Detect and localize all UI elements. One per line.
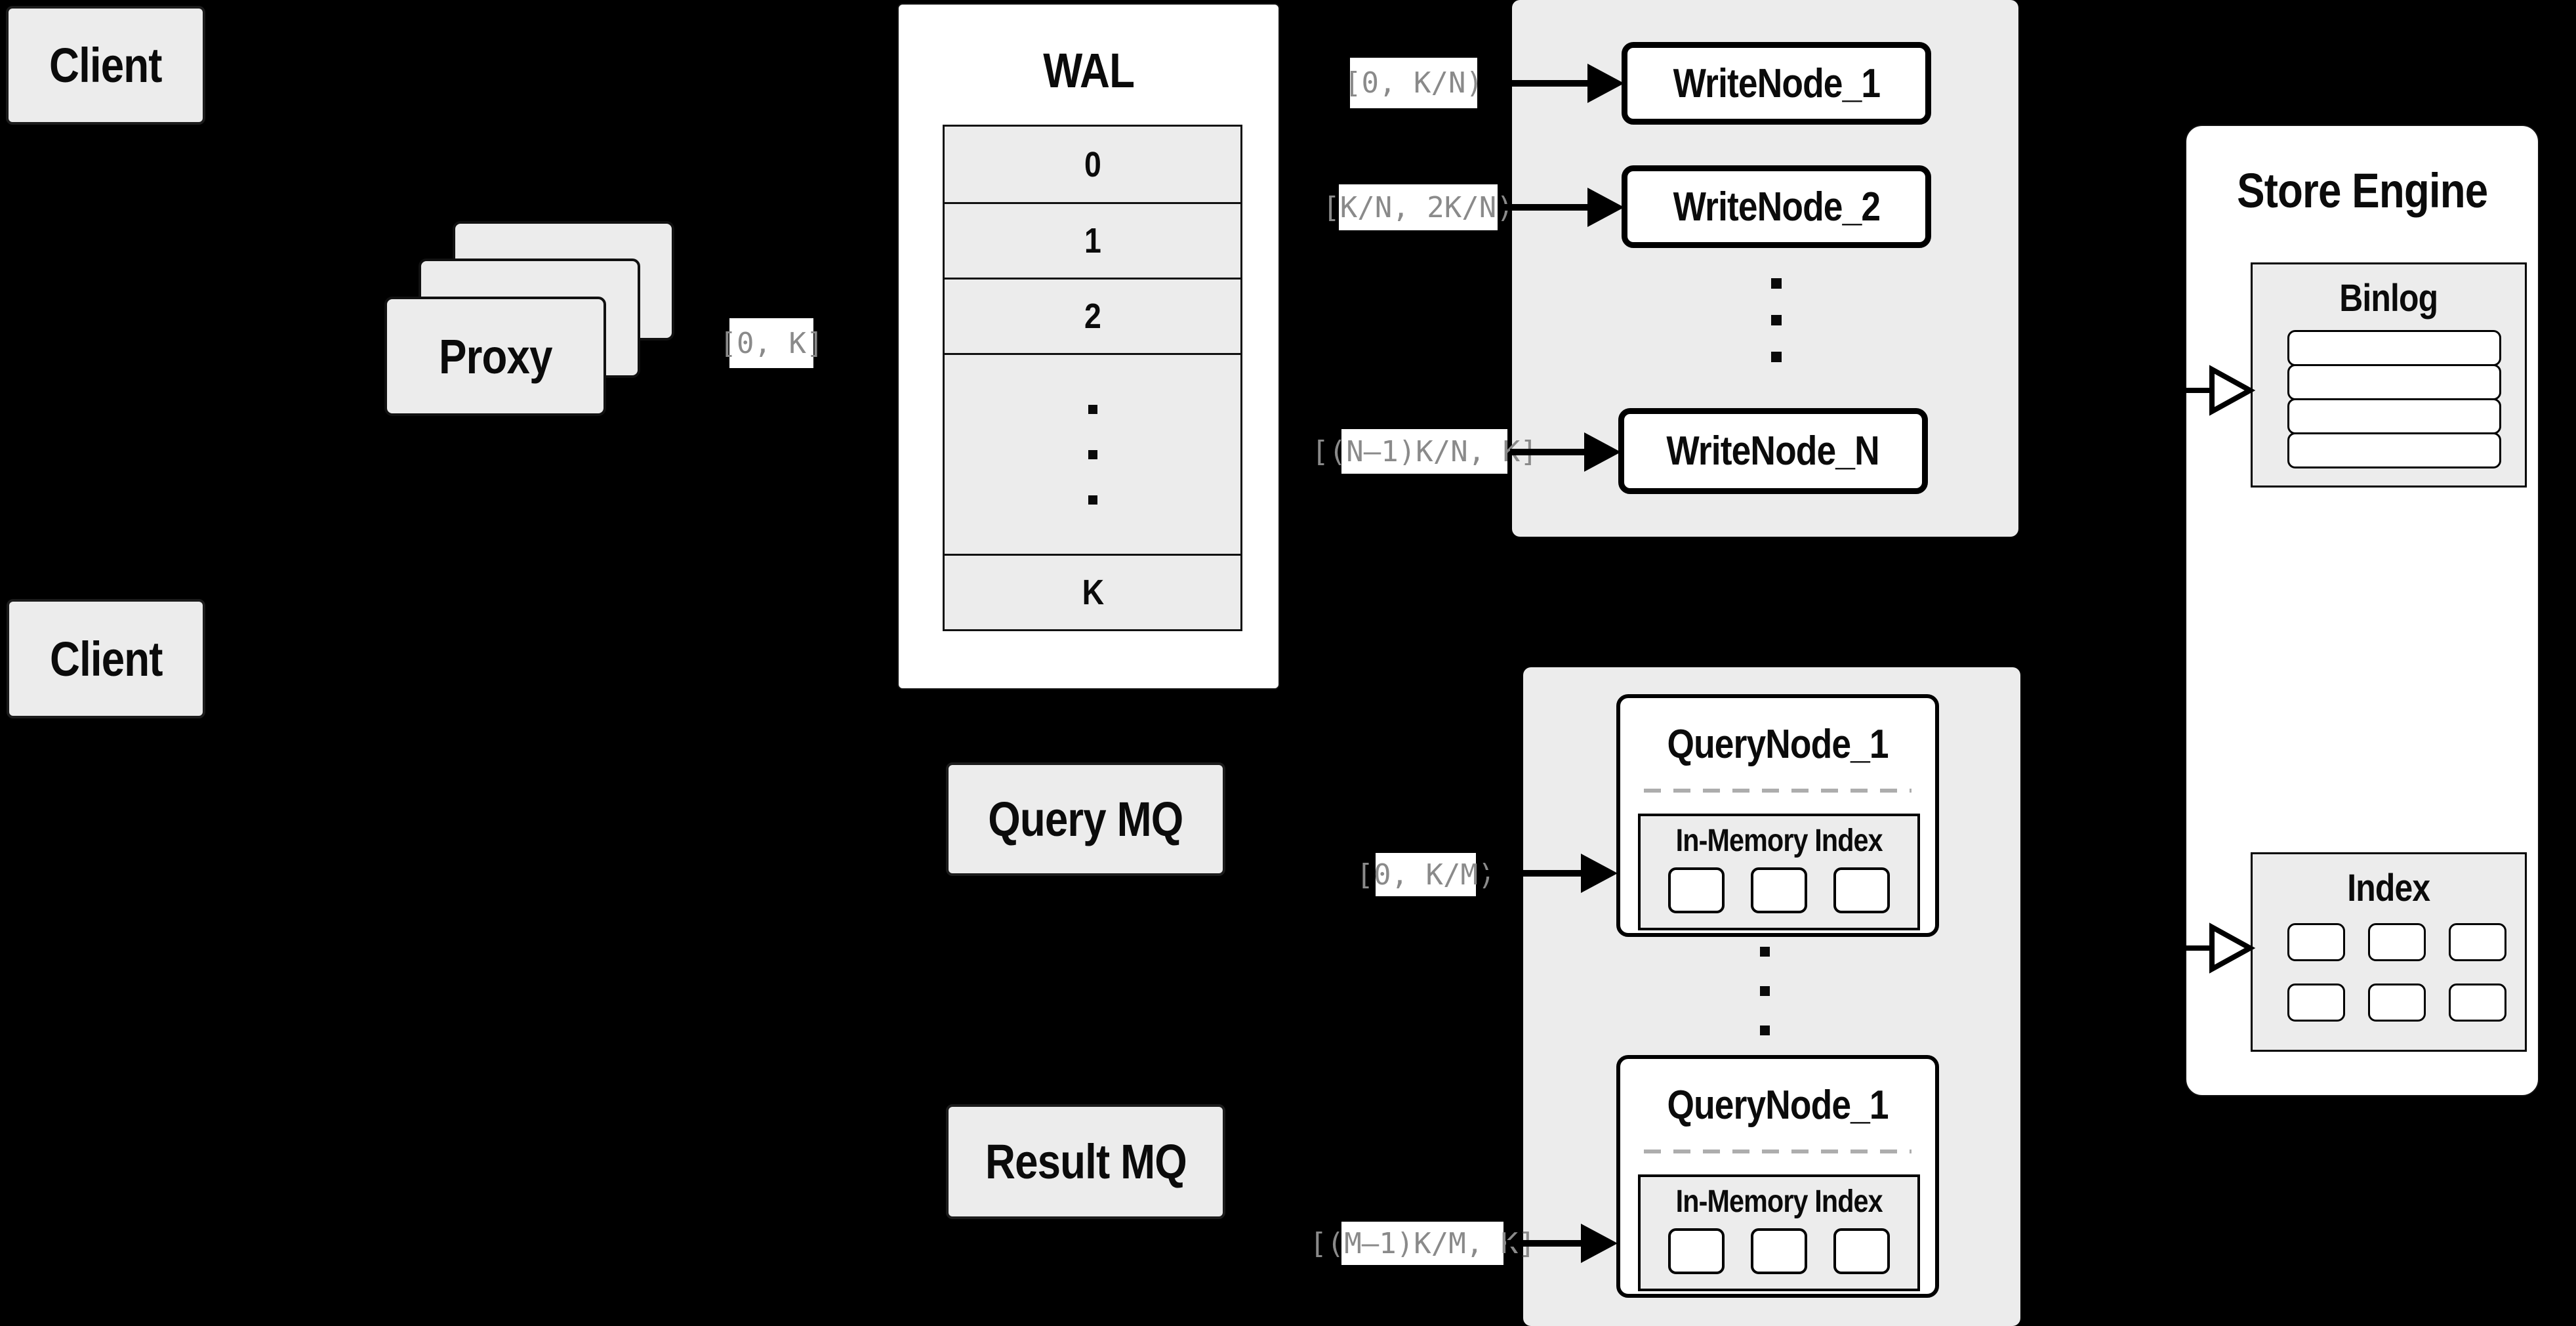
ellipsis-dot (1760, 1026, 1770, 1035)
binlog-title: Binlog (2253, 272, 2525, 323)
wal-segment-1: 1 (1084, 221, 1101, 260)
range-label-query-m: [(M–1)K/M, K] (1309, 1222, 1536, 1265)
index-title-text: Index (2347, 866, 2431, 909)
index-square (2449, 923, 2506, 961)
range-label-write-2: [K/N, 2K/N) (1322, 184, 1514, 230)
write-node-2-label: WriteNode_2 (1673, 184, 1880, 230)
binlog-rows (2287, 330, 2501, 468)
segment-square (1833, 867, 1890, 913)
ellipsis-dot (1771, 278, 1782, 289)
result-mq-box: Result MQ (946, 1104, 1225, 1219)
ellipsis-dot (1760, 947, 1770, 957)
wal-segment-table: 0 1 2 K (943, 125, 1242, 631)
wal-title: WAL (899, 41, 1278, 100)
client-box-bottom: Client (7, 599, 205, 718)
query-node-1: QueryNode_1 In-Memory Index (1616, 694, 1939, 937)
ellipsis-dot (1771, 352, 1782, 362)
write-node-2: WriteNode_2 (1622, 165, 1931, 248)
binlog-title-text: Binlog (2339, 276, 2439, 320)
ellipsis-dot (1760, 986, 1770, 996)
index-segment-squares (1668, 867, 1890, 913)
client-bottom-label: Client (49, 631, 163, 686)
dashed-separator (1644, 789, 1912, 793)
store-engine-title-text: Store Engine (2236, 163, 2488, 218)
query-node-2-title: QueryNode_1 (1620, 1077, 1935, 1132)
proxy-label: Proxy (438, 329, 552, 384)
index-square (2368, 984, 2426, 1022)
client-top-label: Client (49, 38, 162, 93)
wal-segment-0: 0 (1084, 144, 1101, 184)
dashed-separator (1644, 1150, 1912, 1153)
wal-segment-2: 2 (1084, 297, 1101, 336)
segment-square (1751, 1228, 1807, 1274)
index-title: Index (2253, 862, 2525, 913)
store-engine-box: Store Engine Binlog Index (2185, 125, 2539, 1096)
in-memory-index-2: In-Memory Index (1638, 1174, 1920, 1291)
wal-segment-row: 2 (945, 280, 1240, 355)
index-square (2287, 923, 2345, 961)
wal-title-text: WAL (1043, 43, 1135, 98)
in-memory-index-2-title-text: In-Memory Index (1675, 1184, 1883, 1219)
in-memory-index-1-title: In-Memory Index (1641, 820, 1917, 861)
wal-segment-row: 0 (945, 127, 1240, 204)
wal-segment-row: K (945, 556, 1240, 629)
segment-square (1668, 1228, 1725, 1274)
ellipsis-dot (1088, 449, 1097, 459)
write-node-n-label: WriteNode_N (1666, 428, 1880, 474)
wal-segment-k: K (1082, 573, 1104, 612)
index-squares (2287, 923, 2506, 1022)
binlog-row (2287, 330, 2501, 366)
query-mq-box: Query MQ (946, 762, 1225, 876)
store-engine-title: Store Engine (2186, 159, 2538, 222)
ellipsis-dot (1088, 495, 1097, 505)
range-label-write-n: [(N–1)K/N, K] (1311, 429, 1538, 474)
write-nodes-ellipsis (1771, 278, 1782, 362)
binlog-row (2287, 398, 2501, 434)
wal-segment-row: 1 (945, 204, 1240, 280)
in-memory-index-1: In-Memory Index (1638, 814, 1920, 930)
in-memory-index-1-title-text: In-Memory Index (1675, 823, 1883, 858)
query-node-1-title-text: QueryNode_1 (1667, 721, 1889, 767)
index-square (2287, 984, 2345, 1022)
proxy-box-front: Proxy (384, 297, 606, 416)
range-label-write-1: [0, K/N) (1344, 58, 1483, 108)
index-segment-squares (1668, 1228, 1890, 1274)
index-square (2368, 923, 2426, 961)
segment-square (1833, 1228, 1890, 1274)
ellipsis-dot (1771, 315, 1782, 325)
query-mq-label: Query MQ (988, 792, 1183, 846)
query-node-2: QueryNode_1 In-Memory Index (1616, 1055, 1939, 1298)
range-label-query-1: [0, K/M) (1357, 853, 1495, 896)
range-label-proxy-out: [0, K] (720, 318, 823, 368)
binlog-box: Binlog (2251, 262, 2527, 487)
segment-square (1668, 867, 1725, 913)
segment-square (1751, 867, 1807, 913)
write-node-1-label: WriteNode_1 (1673, 60, 1880, 106)
query-nodes-ellipsis (1760, 947, 1770, 1035)
index-box: Index (2251, 852, 2527, 1052)
binlog-row (2287, 364, 2501, 400)
write-node-n: WriteNode_N (1618, 408, 1928, 494)
wal-box: WAL 0 1 2 K (897, 3, 1280, 690)
wal-ellipsis-row (945, 355, 1240, 556)
in-memory-index-2-title: In-Memory Index (1641, 1181, 1917, 1222)
binlog-row (2287, 432, 2501, 468)
client-box-top: Client (6, 6, 205, 125)
result-mq-label: Result MQ (985, 1134, 1187, 1189)
query-node-2-title-text: QueryNode_1 (1667, 1082, 1889, 1128)
index-square (2449, 984, 2506, 1022)
ellipsis-dot (1088, 404, 1097, 414)
query-node-1-title: QueryNode_1 (1620, 716, 1935, 772)
write-node-1: WriteNode_1 (1622, 42, 1931, 125)
